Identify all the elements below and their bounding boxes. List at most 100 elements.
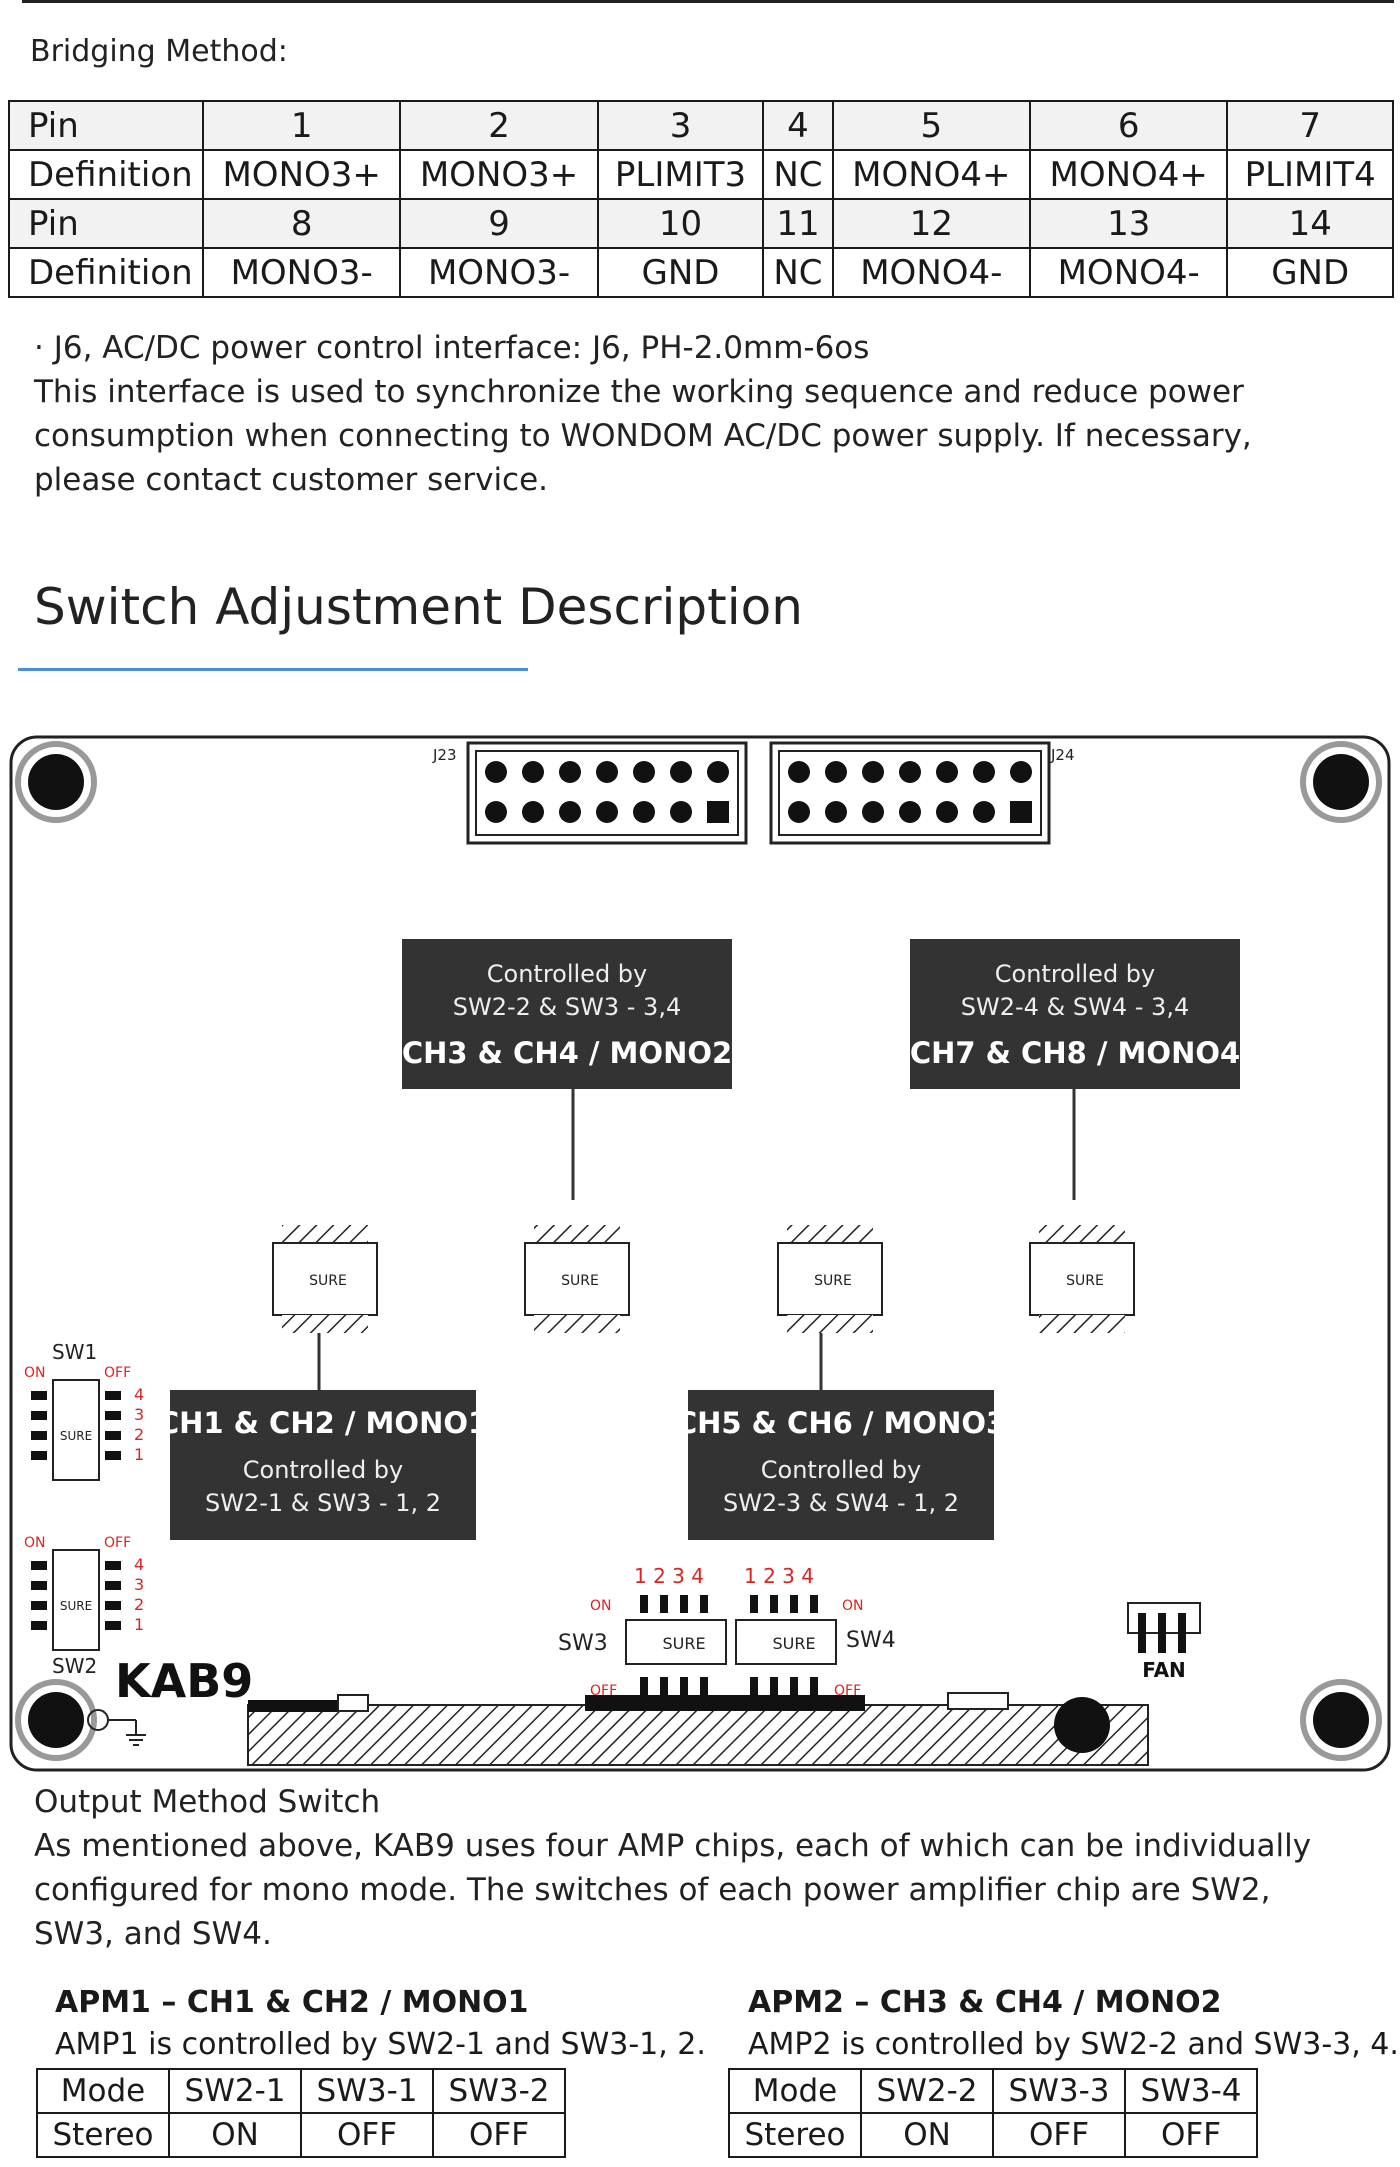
table-cell: 2 bbox=[399, 100, 599, 151]
apm1-title: APM1 – CH1 & CH2 / MONO1 bbox=[55, 1985, 529, 2020]
j23-label: J23 bbox=[432, 746, 457, 764]
table-cell: 14 bbox=[1226, 198, 1394, 249]
svg-text:SW1: SW1 bbox=[52, 1340, 97, 1364]
svg-text:3: 3 bbox=[134, 1575, 144, 1594]
table-cell: MONO3+ bbox=[399, 149, 599, 200]
apm2-subtitle: AMP2 is controlled by SW2-2 and SW3-3, 4… bbox=[748, 2027, 1399, 2062]
svg-text:SURE: SURE bbox=[814, 1273, 852, 1289]
apm2-title: APM2 – CH3 & CH4 / MONO2 bbox=[748, 1985, 1222, 2020]
mounting-hole-icon bbox=[15, 1679, 97, 1761]
table-cell: NC bbox=[762, 149, 834, 200]
apm2-switch-table: Mode SW2-2 SW3-3 SW3-4 Stereo ON OFF OFF bbox=[728, 2068, 1258, 2158]
table-cell: 6 bbox=[1029, 100, 1229, 151]
svg-text:1: 1 bbox=[134, 1615, 144, 1634]
table-cell: MONO4+ bbox=[1029, 149, 1229, 200]
amp-chip-icon: SURE bbox=[1029, 1225, 1135, 1333]
table-cell: OFF bbox=[432, 2112, 566, 2158]
svg-text:CH1 & CH2 / MONO1: CH1 & CH2 / MONO1 bbox=[158, 1406, 488, 1440]
j6-text-line: This interface is used to synchronize th… bbox=[34, 374, 1244, 410]
table-cell: 10 bbox=[596, 198, 765, 249]
ch1-ch2-mono1-box: CH1 & CH2 / MONO1 Controlled by SW2-1 & … bbox=[158, 1390, 488, 1540]
table-row: Definition MONO3- MONO3- GND NC MONO4- M… bbox=[8, 247, 1394, 298]
svg-text:ON: ON bbox=[842, 1598, 864, 1614]
table-cell: MONO4- bbox=[1029, 247, 1229, 298]
apm1-subtitle: AMP1 is controlled by SW2-1 and SW3-1, 2… bbox=[55, 2027, 706, 2062]
table-cell: 12 bbox=[831, 198, 1032, 249]
table-cell: MONO4- bbox=[831, 247, 1032, 298]
svg-text:SURE: SURE bbox=[561, 1273, 599, 1289]
svg-text:Controlled by: Controlled by bbox=[243, 1456, 404, 1484]
switch-adjustment-heading: Switch Adjustment Description bbox=[34, 578, 803, 636]
svg-text:SW2-3 & SW4 - 1, 2: SW2-3 & SW4 - 1, 2 bbox=[723, 1489, 959, 1517]
apm1-switch-table: Mode SW2-1 SW3-1 SW3-2 Stereo ON OFF OFF bbox=[36, 2068, 566, 2158]
table-cell: SW3-4 bbox=[1124, 2068, 1258, 2114]
svg-text:SW2-2 & SW3 - 3,4: SW2-2 & SW3 - 3,4 bbox=[453, 993, 681, 1021]
table-cell: 9 bbox=[399, 198, 599, 249]
svg-text:SURE: SURE bbox=[662, 1634, 705, 1653]
svg-text:SURE: SURE bbox=[1066, 1273, 1104, 1289]
j6-heading: · J6, AC/DC power control interface: J6,… bbox=[34, 330, 870, 366]
svg-text:4: 4 bbox=[134, 1555, 144, 1574]
table-cell: 11 bbox=[762, 198, 834, 249]
ch5-ch6-mono3-box: CH5 & CH6 / MONO3 Controlled by SW2-3 & … bbox=[676, 1390, 1006, 1540]
table-cell: ON bbox=[168, 2112, 302, 2158]
table-cell: SW2-1 bbox=[168, 2068, 302, 2114]
amp-chip-icon: SURE bbox=[524, 1225, 630, 1333]
ground-icon bbox=[87, 1709, 146, 1746]
table-cell: Stereo bbox=[36, 2112, 170, 2158]
top-rule bbox=[22, 0, 1394, 3]
table-cell: SW3-1 bbox=[300, 2068, 434, 2114]
table-cell: OFF bbox=[992, 2112, 1126, 2158]
table-cell: SW3-3 bbox=[992, 2068, 1126, 2114]
j6-text-line: please contact customer service. bbox=[34, 462, 549, 498]
j23-connector bbox=[466, 741, 748, 845]
amp-chip-icon: SURE bbox=[777, 1225, 883, 1333]
table-cell: Mode bbox=[728, 2068, 862, 2114]
mounting-hole-icon bbox=[1300, 741, 1382, 823]
table-cell: GND bbox=[1226, 247, 1394, 298]
table-cell: PLIMIT3 bbox=[596, 149, 765, 200]
table-cell: OFF bbox=[1124, 2112, 1258, 2158]
table-cell: ON bbox=[860, 2112, 994, 2158]
svg-text:ON: ON bbox=[590, 1598, 612, 1614]
table-cell: 4 bbox=[762, 100, 834, 151]
table-cell: SW3-2 bbox=[432, 2068, 566, 2114]
table-row: Pin 8 9 10 11 12 13 14 bbox=[8, 198, 1394, 249]
svg-text:SURE: SURE bbox=[772, 1634, 815, 1653]
table-cell: NC bbox=[762, 247, 834, 298]
svg-text:CH5 & CH6 / MONO3: CH5 & CH6 / MONO3 bbox=[676, 1406, 1006, 1440]
svg-text:SW4: SW4 bbox=[846, 1628, 896, 1653]
kab9-board-diagram: J23 J24 Controlled by SW2-2 & SW3 - 3,4 … bbox=[9, 735, 1391, 1772]
svg-text:2: 2 bbox=[134, 1425, 144, 1444]
ch7-ch8-mono4-box: Controlled by SW2-4 & SW4 - 3,4 CH7 & CH… bbox=[910, 939, 1240, 1089]
output-text-line: SW3, and SW4. bbox=[34, 1916, 272, 1952]
mounting-hole-icon bbox=[15, 741, 97, 823]
table-cell: 8 bbox=[201, 198, 402, 249]
svg-text:CH3 & CH4 / MONO2: CH3 & CH4 / MONO2 bbox=[402, 1036, 732, 1070]
table-cell: Definition bbox=[8, 247, 204, 298]
table-cell: Stereo bbox=[728, 2112, 862, 2158]
svg-text:Controlled by: Controlled by bbox=[995, 960, 1156, 988]
table-cell: 13 bbox=[1029, 198, 1229, 249]
svg-text:1 2 3 4: 1 2 3 4 bbox=[634, 1564, 704, 1588]
table-cell: Pin bbox=[8, 198, 204, 249]
mounting-hole-icon bbox=[1300, 1679, 1382, 1761]
j24-connector bbox=[769, 741, 1051, 845]
svg-text:Controlled by: Controlled by bbox=[487, 960, 648, 988]
bottom-connector-strip bbox=[247, 1692, 1149, 1766]
svg-text:SW2-1 & SW3 - 1, 2: SW2-1 & SW3 - 1, 2 bbox=[205, 1489, 441, 1517]
bridging-pin-table: Pin 1 2 3 4 5 6 7 Definition MONO3+ MONO… bbox=[8, 100, 1394, 298]
svg-text:SW2: SW2 bbox=[52, 1654, 97, 1678]
svg-text:4: 4 bbox=[134, 1385, 144, 1404]
j24-label: J24 bbox=[1050, 746, 1075, 764]
output-text-line: As mentioned above, KAB9 uses four AMP c… bbox=[34, 1828, 1312, 1864]
table-row: Mode SW2-1 SW3-1 SW3-2 bbox=[36, 2068, 566, 2114]
table-cell: 7 bbox=[1226, 100, 1394, 151]
board-model-label: KAB9 bbox=[115, 1654, 253, 1708]
table-cell: Mode bbox=[36, 2068, 170, 2114]
bridging-method-label: Bridging Method: bbox=[30, 34, 288, 69]
sw1-dip-switch: SW1 ON OFF SURE 4 3 2 1 bbox=[24, 1340, 144, 1481]
svg-text:Controlled by: Controlled by bbox=[761, 1456, 922, 1484]
output-method-heading: Output Method Switch bbox=[34, 1784, 381, 1820]
table-cell: PLIMIT4 bbox=[1226, 149, 1394, 200]
